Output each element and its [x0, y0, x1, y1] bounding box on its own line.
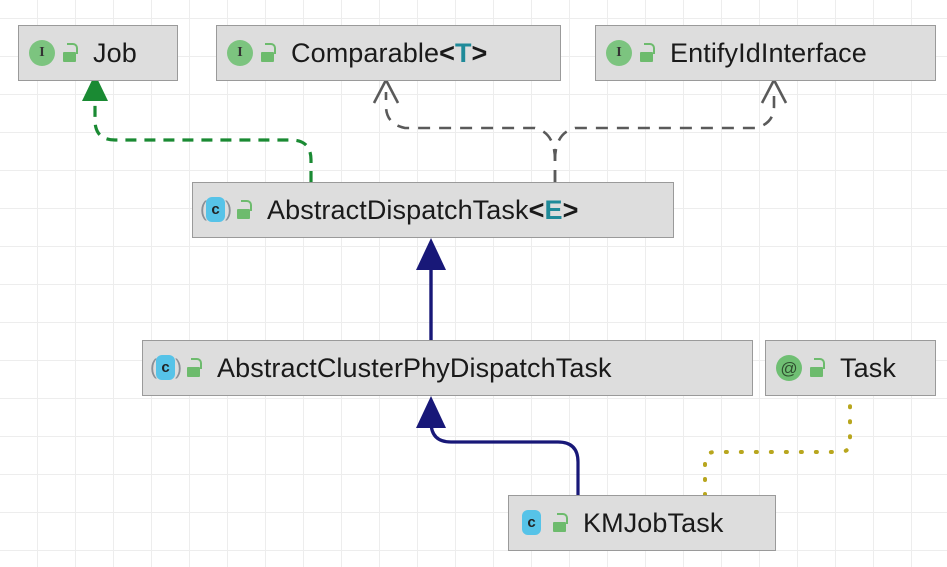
- edge-abstractdispatchtask-to-comparable: [372, 79, 557, 182]
- interface-i-icon: I: [227, 40, 253, 66]
- public-unlock-icon: [236, 200, 253, 220]
- node-kmjobtask[interactable]: c KMJobTask: [508, 495, 776, 551]
- node-entifyidinterface[interactable]: I EntifyIdInterface: [595, 25, 936, 81]
- node-job[interactable]: I Job: [18, 25, 178, 81]
- node-label-task: Task: [840, 352, 896, 383]
- public-unlock-icon: [260, 43, 277, 63]
- node-label-kmjobtask: KMJobTask: [583, 507, 724, 538]
- edge-abstractdispatchtask-to-entifyidinterface: [553, 79, 788, 182]
- node-label-abstractclusterphydispatchtask: AbstractClusterPhyDispatchTask: [217, 352, 612, 383]
- node-label-entifyidinterface: EntifyIdInterface: [670, 37, 867, 68]
- node-label-comparable: Comparable<T>: [291, 38, 487, 69]
- abstract-class-c-icon: ( c ): [150, 355, 182, 380]
- abstract-class-c-icon: ( c ): [200, 197, 232, 222]
- public-unlock-icon: [639, 43, 656, 63]
- node-abstractdispatchtask[interactable]: ( c ) AbstractDispatchTask<E>: [192, 182, 674, 238]
- generic-type-param: E: [544, 194, 563, 225]
- generic-open-bracket: <: [528, 194, 545, 225]
- generic-type-param: T: [454, 37, 472, 68]
- node-task[interactable]: @ Task: [765, 340, 936, 396]
- generic-close-bracket: >: [471, 37, 488, 68]
- generic-open-bracket: <: [439, 37, 455, 68]
- node-label-job: Job: [93, 37, 137, 68]
- interface-i-icon: I: [606, 40, 632, 66]
- node-comparable[interactable]: I Comparable<T>: [216, 25, 561, 81]
- generic-close-bracket: >: [562, 194, 579, 225]
- annotation-at-icon: @: [776, 355, 802, 381]
- class-c-icon: c: [519, 510, 545, 536]
- edge-kmjobtask-to-abstractclusterphydispatchtask: [416, 396, 580, 495]
- edge-kmjobtask-to-task: [703, 394, 852, 497]
- interface-i-icon: I: [29, 40, 55, 66]
- public-unlock-icon: [62, 43, 79, 63]
- edge-abstractclusterphydispatchtask-to-abstractdispatchtask: [416, 238, 446, 340]
- public-unlock-icon: [809, 358, 826, 378]
- edge-abstractdispatchtask-to-job: [82, 74, 313, 182]
- node-label-comparable-base: Comparable: [291, 37, 440, 68]
- public-unlock-icon: [186, 358, 203, 378]
- public-unlock-icon: [552, 513, 569, 533]
- node-label-abstractdispatchtask: AbstractDispatchTask<E>: [267, 195, 578, 226]
- node-abstractclusterphydispatchtask[interactable]: ( c ) AbstractClusterPhyDispatchTask: [142, 340, 753, 396]
- node-label-abstractdispatchtask-base: AbstractDispatchTask: [267, 194, 529, 225]
